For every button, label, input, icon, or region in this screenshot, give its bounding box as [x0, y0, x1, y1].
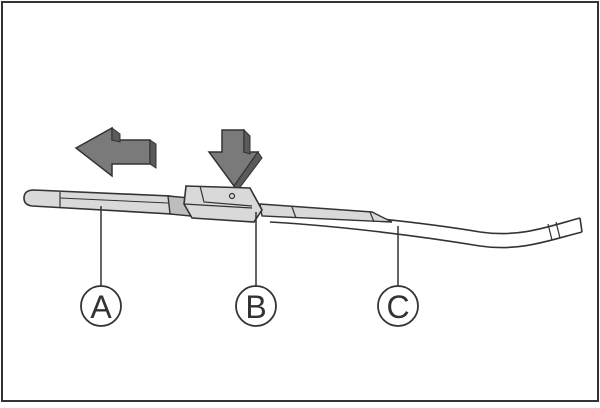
callout-a: A [80, 285, 122, 327]
callout-label-a: A [90, 289, 112, 325]
callout-b: B [235, 285, 277, 327]
left-arrow-icon [74, 126, 157, 178]
callout-label-c: C [386, 289, 409, 325]
down-arrow-icon [207, 128, 263, 191]
callout-label-b: B [245, 289, 266, 325]
figure-border [1, 1, 599, 402]
callout-c: C [377, 285, 419, 327]
wiper-blade [23, 189, 393, 223]
wiper-clip [183, 185, 263, 223]
